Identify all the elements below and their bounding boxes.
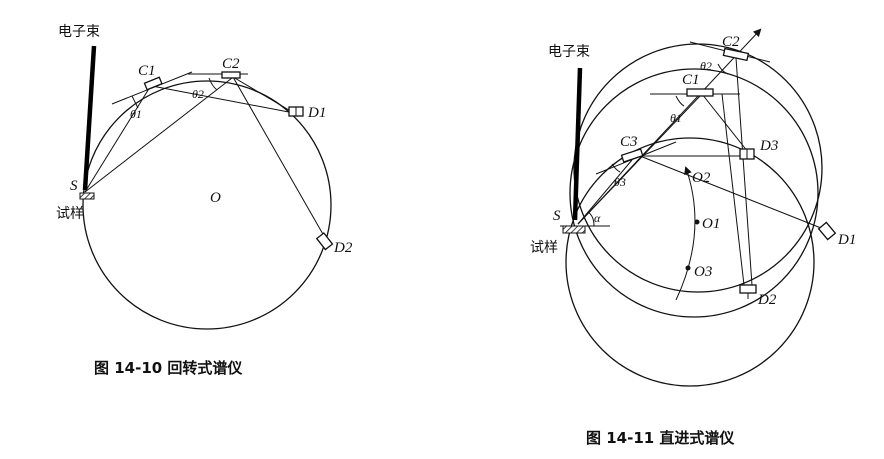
label-s: S bbox=[553, 208, 561, 224]
beam-label: 电子束 bbox=[58, 24, 100, 40]
label-theta1: θ1 bbox=[130, 107, 142, 121]
label-o: O bbox=[210, 190, 221, 206]
label-d1: D1 bbox=[307, 105, 326, 121]
ray-c1-d1 bbox=[151, 85, 295, 114]
ray-c2-d2 bbox=[735, 57, 753, 286]
label-theta3: θ3 bbox=[614, 175, 626, 189]
crystal-c1 bbox=[686, 88, 714, 97]
figure-linear-spectrometer: 电子束 bbox=[530, 28, 856, 447]
detector-d1 bbox=[817, 221, 837, 241]
label-theta2: θ2 bbox=[192, 87, 204, 101]
angle-arc-alpha bbox=[587, 211, 595, 227]
ray-s-c1 bbox=[84, 86, 151, 193]
center-o1 bbox=[694, 219, 700, 225]
angle-arc-theta3 bbox=[611, 163, 621, 173]
caption-right: 图 14-11 直进式谱仪 bbox=[586, 429, 735, 447]
label-theta2: θ2 bbox=[700, 59, 712, 73]
figure-rotary-spectrometer: 电子束 S C1 C2 D1 D2 O θ1 θ2 试样 图 14-10 bbox=[56, 24, 353, 377]
label-o1: O1 bbox=[702, 216, 720, 232]
label-d2: D2 bbox=[757, 292, 777, 308]
center-o3 bbox=[685, 265, 691, 271]
crystal-c2 bbox=[221, 71, 241, 79]
rowland-circle-2 bbox=[569, 68, 819, 318]
label-d1: D1 bbox=[837, 232, 856, 248]
ray-c2-d2 bbox=[232, 76, 325, 237]
label-d3: D3 bbox=[759, 138, 778, 154]
label-c3: C3 bbox=[620, 134, 638, 150]
ray-c2-d1 bbox=[232, 76, 295, 114]
label-sample: 试样 bbox=[56, 206, 84, 222]
label-c2: C2 bbox=[722, 34, 740, 50]
angle-arc-theta1 bbox=[675, 95, 685, 107]
label-o3: O3 bbox=[694, 264, 712, 280]
electron-beam bbox=[572, 67, 583, 221]
crystal-c3 bbox=[620, 148, 644, 163]
crystal-c2 bbox=[722, 47, 750, 62]
label-c2: C2 bbox=[222, 56, 240, 72]
rowland-circle bbox=[82, 80, 332, 330]
detector-d2 bbox=[739, 284, 757, 294]
rowland-circle-3 bbox=[565, 137, 815, 387]
crystal-c1 bbox=[143, 76, 163, 91]
sample-block bbox=[562, 225, 586, 234]
label-c1: C1 bbox=[138, 63, 156, 79]
ray-s-c3 bbox=[577, 159, 633, 225]
beam-label: 电子束 bbox=[548, 44, 590, 60]
angle-arc-theta2 bbox=[208, 77, 218, 91]
ray-s-c2 bbox=[577, 28, 762, 225]
label-c1: C1 bbox=[682, 72, 700, 88]
ray-s-c2 bbox=[84, 77, 233, 193]
angle-arc-theta1 bbox=[131, 95, 139, 109]
label-s: S bbox=[70, 178, 78, 194]
caption-left: 图 14-10 回转式谱仪 bbox=[94, 359, 243, 377]
ray-c3-d1 bbox=[639, 155, 827, 231]
label-sample: 试样 bbox=[530, 240, 558, 256]
label-o2: O2 bbox=[692, 170, 711, 186]
angle-arc-theta2 bbox=[717, 63, 729, 75]
label-alpha: α bbox=[594, 211, 601, 225]
label-theta1: θ1 bbox=[670, 111, 682, 125]
detector-d2 bbox=[315, 232, 334, 251]
center-locus bbox=[675, 166, 696, 301]
ray-c1-d2 bbox=[721, 93, 745, 286]
sample-block bbox=[79, 192, 95, 200]
electron-beam bbox=[82, 45, 97, 191]
label-d2: D2 bbox=[333, 240, 353, 256]
